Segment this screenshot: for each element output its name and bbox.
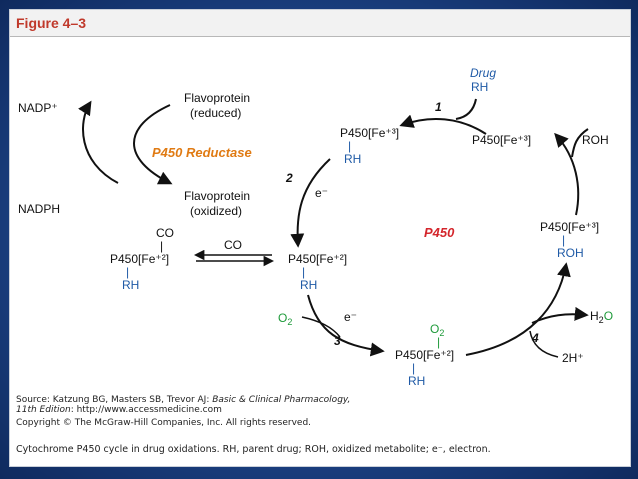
step-3-label: 3 xyxy=(334,334,341,348)
p450-reductase-label: P450 Reductase xyxy=(152,145,252,160)
p450-cycle-diagram: NADP⁺ NADPH Flavoprotein (reduced) P450 … xyxy=(18,66,613,388)
o2-bound-label: O2 xyxy=(430,322,444,338)
bond-line-o2-rh: | xyxy=(412,361,415,375)
p450-fe3-rh-complex: P450[Fe⁺³] xyxy=(340,126,399,140)
water-label: H2O xyxy=(590,309,613,325)
step-1-label: 1 xyxy=(435,100,442,114)
proton-entry-curve xyxy=(529,330,559,358)
step-2-arrow xyxy=(290,158,331,248)
bond-line-roh: | xyxy=(562,233,565,247)
bond-line-o2: | xyxy=(437,335,440,349)
roh-product-label: ROH xyxy=(582,133,609,147)
copyright-notice: Copyright © The McGraw-Hill Companies, I… xyxy=(16,418,312,428)
o2-entry-curve xyxy=(301,316,341,338)
electron-label-step2: e⁻ xyxy=(315,186,328,200)
roh-release-arrow xyxy=(554,132,580,216)
o2-complex-rh: RH xyxy=(408,374,425,388)
bond-line-co: | xyxy=(160,239,163,253)
fe2-complex-rh: RH xyxy=(300,278,317,292)
two-protons-label: 2H⁺ xyxy=(562,351,584,365)
step-4-arrow xyxy=(465,262,571,356)
p450-fe2-co-complex: P450[Fe⁺²] xyxy=(110,252,169,266)
electron-label-step3: e⁻ xyxy=(344,310,357,324)
bond-line-co-rh: | xyxy=(126,265,129,279)
p450-fe2-o2-complex: P450[Fe⁺²] xyxy=(395,348,454,362)
drug-label: Drug xyxy=(470,66,496,80)
roh-out-curve xyxy=(571,128,589,158)
figure-title: Figure 4–3 xyxy=(16,15,87,31)
slide: Figure 4–3 NADP⁺ NADPH Flavoprotein (red… xyxy=(9,9,631,467)
p450-fe3-label: P450[Fe⁺³] xyxy=(472,133,531,147)
source-footer: Source: Katzung BG, Masters SB, Trevor A… xyxy=(16,395,624,428)
p450-cycle-label: P450 xyxy=(424,225,455,240)
drug-entry-curve xyxy=(455,98,477,120)
step-4-label: 4 xyxy=(531,331,539,345)
co-bound-label: CO xyxy=(156,226,174,240)
p450-fe3-roh-complex: P450[Fe⁺³] xyxy=(540,220,599,234)
roh-bound-label: ROH xyxy=(557,246,584,260)
nadph-label: NADPH xyxy=(18,202,60,216)
figure-caption: Cytochrome P450 cycle in drug oxidations… xyxy=(16,444,491,455)
p450-fe2-rh-complex: P450[Fe⁺²] xyxy=(288,252,347,266)
o2-input-label: O2 xyxy=(278,311,292,327)
figure-title-bar: Figure 4–3 xyxy=(10,10,630,37)
co-equilibrium-label: CO xyxy=(224,238,242,252)
step-1-arrow xyxy=(399,114,487,135)
source-edition: 11th Edition: http://www.accessmedicine.… xyxy=(16,405,222,415)
flavoprotein-reduced-label: Flavoprotein xyxy=(184,91,250,105)
flavoprotein-reduction-arrow xyxy=(133,104,173,185)
step-2-label: 2 xyxy=(285,171,293,185)
nadp-plus-label: NADP⁺ xyxy=(18,101,58,115)
bond-line-rh: | xyxy=(348,139,351,153)
water-release-arrow xyxy=(531,306,589,324)
bond-line-fe2-rh: | xyxy=(302,265,305,279)
nadph-to-nadp-arrow xyxy=(78,100,119,184)
step-3-arrow xyxy=(307,294,385,357)
flavoprotein-reduced-state: (reduced) xyxy=(190,106,241,120)
source-citation: Source: Katzung BG, Masters SB, Trevor A… xyxy=(16,395,351,405)
flavoprotein-oxidized-label: Flavoprotein xyxy=(184,189,250,203)
drug-rh-label: RH xyxy=(471,80,488,94)
co-complex-rh: RH xyxy=(122,278,139,292)
flavoprotein-oxidized-state: (oxidized) xyxy=(190,204,242,218)
rh-bound-label: RH xyxy=(344,152,361,166)
